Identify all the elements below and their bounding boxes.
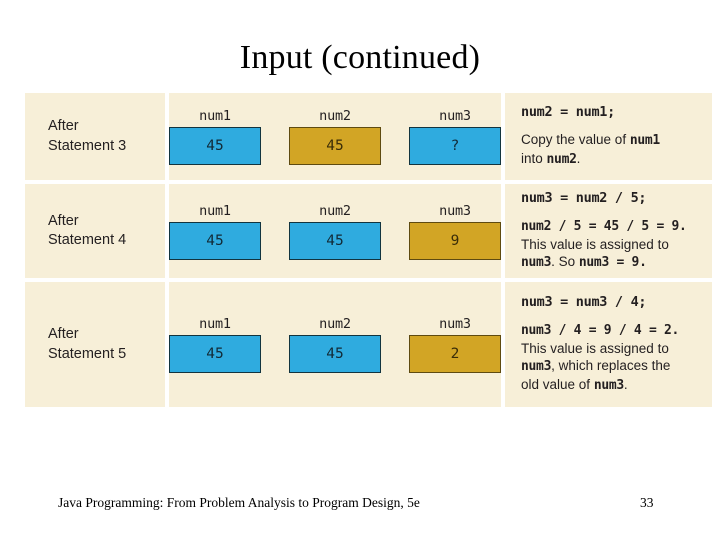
code-fragment: num2 / 5 = 45 / 5 = 9. [521, 218, 687, 234]
text-fragment: This value is assigned to [521, 236, 669, 252]
variable-name-label: num3 [439, 202, 471, 219]
variable-value-box: 45 [169, 127, 261, 165]
variable-num2: num2 45 [289, 203, 381, 260]
text-fragment: Copy the value of [521, 132, 630, 148]
code-fragment: num3 / 4 = 9 / 4 = 2. [521, 322, 680, 338]
footer-citation: Java Programming: From Problem Analysis … [58, 495, 420, 510]
text-fragment: , which replaces the [551, 358, 671, 374]
variable-value-box: 45 [289, 335, 381, 373]
text-fragment: old value of [521, 377, 594, 393]
page-title: Input (continued) [239, 38, 481, 76]
text-fragment: . [623, 377, 628, 393]
explanation-line: This value is assigned to [521, 236, 698, 254]
variable-boxes-cell: num1 45 num2 45 num3 9 [169, 184, 501, 278]
variable-value-box: 45 [289, 221, 381, 260]
variable-num2: num2 45 [289, 316, 381, 373]
variable-boxes-cell: num1 45 num2 45 num3 2 [169, 282, 501, 407]
code-fragment: num2 [546, 152, 577, 167]
explanation-line: num2 / 5 = 45 / 5 = 9. [521, 217, 698, 236]
explanation-line: num3. So num3 = 9. [521, 253, 698, 272]
variable-name-label: num3 [439, 108, 471, 124]
code-fragment: num3 [593, 378, 624, 394]
variable-name-label: num3 [439, 316, 471, 332]
row-label-line-1: After [48, 118, 79, 135]
row-label-line-2: Statement 3 [48, 137, 127, 154]
variable-name-label: num1 [199, 108, 231, 124]
variable-num3: num3 2 [409, 316, 501, 373]
statement-code: num3 = num3 / 4; [521, 293, 647, 310]
row-label-line-1: After [48, 326, 79, 343]
variable-name-label: num1 [199, 316, 231, 332]
row-label-line-1: After [48, 212, 79, 229]
variable-boxes-cell: num1 45 num2 45 num3? [169, 93, 501, 180]
variable-name-label: num2 [319, 316, 351, 332]
variable-num1: num1 45 [169, 108, 261, 165]
code-fragment: num3 [521, 359, 552, 375]
variable-num1: num1 45 [169, 316, 261, 373]
text-fragment: into [521, 151, 547, 166]
code-fragment: num3 = 9. [578, 255, 647, 271]
variable-num2: num2 45 [289, 108, 381, 165]
variable-num3: num3 9 [409, 203, 501, 260]
variable-value-box: 45 [289, 127, 381, 165]
variable-value-box: 9 [409, 221, 501, 260]
row-label-line-2: Statement 5 [48, 345, 127, 362]
explanation-line: num3, which replaces the [521, 357, 698, 376]
variable-value-box: ? [409, 127, 501, 165]
variable-num3: num3? [409, 108, 501, 165]
explanation-line: This value is assigned to [521, 340, 698, 358]
explanation-line: old value of num3. [521, 376, 698, 395]
code-fragment: num1 [629, 133, 660, 149]
variable-name-label: num2 [319, 108, 351, 124]
text-fragment: This value is assigned to [521, 340, 669, 356]
variable-value-box: 45 [169, 221, 261, 260]
explanation-line: Copy the value of num1 [521, 131, 698, 150]
statement-code: num3 = num2 / 5; [521, 189, 647, 206]
explanation-line: into num2. [521, 150, 698, 169]
statement-explanation: num3 / 4 = 9 / 4 = 2. This value is assig… [521, 321, 698, 395]
statement-code: num2 = num1; [521, 104, 615, 121]
variable-name-label: num2 [319, 202, 351, 219]
variable-value-box: 45 [169, 335, 261, 373]
variable-name-label: num1 [199, 202, 231, 219]
code-fragment: num3 [521, 255, 552, 271]
text-fragment: . So [551, 254, 579, 270]
explanation-line: num3 / 4 = 9 / 4 = 2. [521, 321, 698, 340]
statement-explanation: num2 / 5 = 45 / 5 = 9. This value is assi… [521, 217, 698, 272]
variable-value-box: 2 [409, 335, 501, 373]
text-fragment: . [576, 151, 581, 166]
footer-page-number: 33 [640, 495, 654, 510]
description-cell: num3 = num2 / 5; num2 / 5 = 45 / 5 = 9. Th… [505, 184, 712, 278]
row-label-line-2: Statement 4 [48, 232, 127, 248]
description-cell: num3 = num3 / 4; num3 / 4 = 9 / 4 = 2. Thi… [505, 282, 712, 407]
variable-num1: num1 45 [169, 203, 261, 260]
